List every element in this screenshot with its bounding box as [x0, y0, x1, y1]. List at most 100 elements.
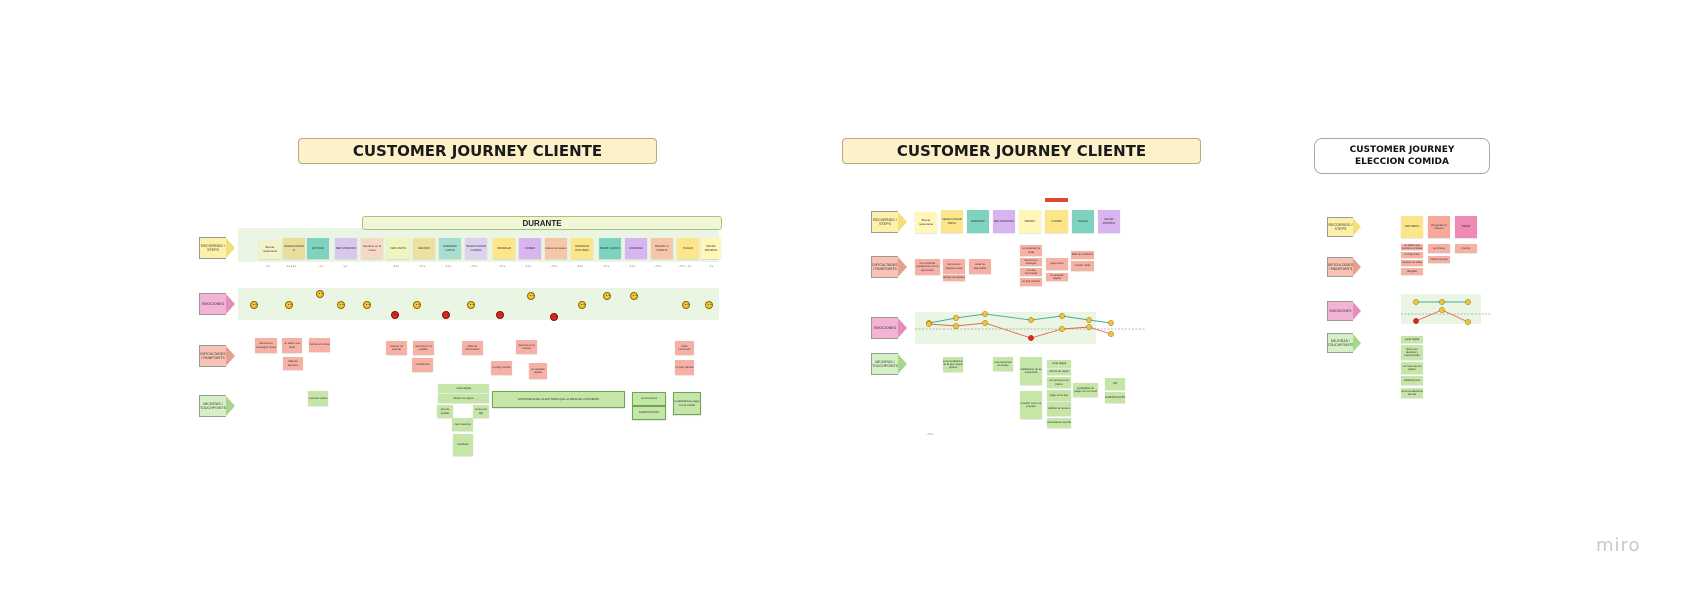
emotion-happy-icon[interactable] — [1413, 299, 1419, 305]
step-sticky[interactable]: Sentarse en la mesa — [361, 238, 383, 259]
row-label-emotions[interactable]: EMOCIONES — [199, 293, 235, 315]
board-1-title[interactable]: CUSTOMER JOURNEY CLIENTE — [298, 138, 657, 164]
touchpoint-sticky[interactable]: ver fotos de los platos — [1401, 362, 1423, 374]
touchpoint-sticky[interactable]: filtros por alergias y preferencias — [1401, 345, 1423, 360]
row-label-emotions[interactable]: EMOCIONES — [1327, 301, 1361, 321]
step-sticky[interactable]: DECIDIR — [413, 238, 435, 259]
step-sticky[interactable]: PAGAR — [1072, 210, 1094, 233]
emotion-happy-icon[interactable] — [1439, 299, 1445, 305]
step-sticky[interactable]: Preguntar al mesero — [1428, 216, 1450, 238]
step-sticky[interactable]: ESPERAR — [625, 238, 647, 259]
touchpoint-sticky[interactable]: mesa con QR — [473, 405, 489, 418]
emotion-happy-icon[interactable] — [467, 301, 475, 309]
row-label-touchpoints[interactable]: MEJORAS / TOUCHPOINTS — [199, 395, 235, 417]
row-label-steps[interactable]: RECORRIDO / STEPS — [199, 237, 235, 259]
painpoint-sticky[interactable]: porciones — [1428, 244, 1450, 253]
step-sticky[interactable]: PAGAR — [677, 238, 699, 259]
painpoint-sticky[interactable]: cobro incorrecto — [675, 341, 694, 355]
step-sticky[interactable]: SELECCIONAR COMIDA — [465, 238, 487, 259]
touchpoint-sticky[interactable]: feedback — [453, 434, 473, 456]
row-label-touchpoints[interactable]: MEJORAS / TOUCHPOINTS — [871, 353, 907, 375]
painpoint-sticky[interactable]: no encontrar restaurante con lo que busc… — [915, 259, 940, 275]
emotion-happy-icon[interactable] — [1465, 319, 1471, 325]
painpoint-sticky[interactable]: no aceptan tarjeta — [1046, 273, 1068, 281]
phase-durante-banner[interactable]: DURANTE — [362, 216, 722, 230]
emotion-sad-icon[interactable] — [550, 313, 558, 321]
painpoint-sticky[interactable]: no hay cambio — [1020, 278, 1042, 286]
touchpoint-sticky[interactable]: calificaciones — [1401, 376, 1423, 385]
painpoint-sticky[interactable]: demora en la cuenta — [516, 340, 537, 354]
step-sticky[interactable]: PEDIR CUENTA — [599, 238, 621, 259]
touchpoint-sticky[interactable]: carta digital — [1047, 360, 1071, 368]
emotion-happy-icon[interactable] — [682, 301, 690, 309]
painpoint-sticky[interactable]: pago lento — [1046, 258, 1068, 270]
painpoint-sticky[interactable]: demora en el pedido — [413, 341, 434, 355]
step-sticky[interactable]: SER ATENDIDO — [335, 238, 357, 259]
touchpoint-sticky[interactable]: ESTRATEGIA DE LA APP PARA QUE LA MESA SE… — [492, 391, 625, 408]
painpoint-sticky[interactable]: precios — [1455, 244, 1477, 253]
emotion-happy-icon[interactable] — [578, 301, 586, 309]
step-sticky[interactable]: ESPERAR — [967, 210, 989, 233]
emotion-sad-icon[interactable] — [391, 311, 399, 319]
emotion-happy-icon[interactable] — [1086, 317, 1092, 323]
board-3-title[interactable]: CUSTOMER JOURNEY ELECCION COMIDA — [1314, 138, 1490, 174]
row-label-steps[interactable]: RECORRIDO / STEPS — [871, 211, 907, 233]
emotion-happy-icon[interactable] — [285, 301, 293, 309]
painpoint-sticky[interactable]: demora en entregar — [1020, 258, 1042, 266]
emotion-happy-icon[interactable] — [953, 315, 959, 321]
painpoint-sticky[interactable]: mesero no sabe — [1401, 260, 1423, 266]
step-sticky[interactable]: Buscar restaurante — [915, 212, 937, 233]
touchpoint-sticky[interactable]: carta digital — [438, 384, 489, 393]
emotion-happy-icon[interactable] — [1059, 326, 1065, 332]
step-sticky[interactable]: PEDIR — [1455, 216, 1477, 238]
painpoint-sticky[interactable]: no saber que pedir — [282, 338, 302, 353]
painpoint-sticky[interactable]: falta de informacion — [462, 341, 483, 355]
touchpoint-sticky[interactable]: app de pedido — [437, 405, 453, 418]
touchpoint-sticky[interactable]: posibilidad de pagar con el movil — [1073, 383, 1098, 397]
emotion-happy-icon[interactable] — [1465, 299, 1471, 305]
painpoint-sticky[interactable]: mucho ruido — [1071, 261, 1094, 271]
row-label-painpoints[interactable]: DIFICULTADES / PAINPOINTS — [199, 345, 235, 367]
step-sticky[interactable]: ORDENAR POSTRES — [571, 238, 593, 259]
painpoint-sticky[interactable]: comida incorrecta — [1020, 268, 1042, 276]
emotion-happy-icon[interactable] — [250, 301, 258, 309]
touchpoint-sticky[interactable]: reservaciones en la app — [993, 357, 1013, 371]
emotion-happy-icon[interactable] — [705, 301, 713, 309]
emotion-happy-icon[interactable] — [1028, 317, 1034, 323]
painpoint-sticky[interactable]: mucho tiempo — [1428, 256, 1450, 263]
row-label-emotions[interactable]: EMOCIONES — [871, 317, 907, 339]
row-label-painpoints[interactable]: DIFICULTADES / PAINPOINTS — [1327, 257, 1361, 277]
emotion-happy-icon[interactable] — [527, 292, 535, 300]
emotion-happy-icon[interactable] — [982, 311, 988, 317]
emotion-sad-icon[interactable] — [1413, 318, 1419, 324]
emotion-happy-icon[interactable] — [1059, 313, 1065, 319]
touchpoint-sticky[interactable]: calificar al mesero — [1047, 402, 1071, 416]
touchpoint-sticky[interactable]: carta digital — [1401, 336, 1423, 343]
emotion-happy-icon[interactable] — [1086, 324, 1092, 330]
touchpoint-sticky[interactable]: más meseros — [452, 418, 473, 431]
touchpoint-sticky[interactable]: reservas online — [308, 391, 328, 406]
painpoint-sticky[interactable]: comida fria — [412, 358, 433, 372]
painpoint-sticky[interactable]: no aceptan tarjeta — [529, 363, 547, 379]
step-sticky[interactable]: ESPERAR CARTA — [439, 238, 461, 259]
emotion-happy-icon[interactable] — [603, 292, 611, 300]
touchpoint-sticky[interactable]: GAMIFICACIÓN — [1105, 392, 1125, 403]
step-sticky[interactable]: COMER — [1045, 210, 1068, 233]
board-2-title[interactable]: CUSTOMER JOURNEY CLIENTE — [842, 138, 1201, 164]
emotion-happy-icon[interactable] — [1108, 320, 1114, 326]
painpoint-sticky[interactable]: demora en conseguir mesa — [255, 338, 277, 353]
touchpoint-sticky[interactable]: posibilidad de pagar con el celular — [673, 392, 701, 415]
touchpoint-sticky[interactable]: divisor de pagos — [438, 394, 489, 403]
touchpoint-sticky[interactable]: ver opciones de platos — [1047, 377, 1071, 388]
row-label-steps[interactable]: RECORRIDO / STEPS — [1327, 217, 1361, 237]
emotion-happy-icon[interactable] — [337, 301, 345, 309]
touchpoint-sticky[interactable]: recomendaciones del dia — [1401, 388, 1423, 398]
step-sticky[interactable]: PAGAR LA CUENTA — [651, 238, 673, 259]
row-label-painpoints[interactable]: DIFICULTADES / PAINPOINTS — [871, 256, 907, 278]
touchpoint-sticky[interactable]: QR — [1105, 378, 1125, 390]
step-sticky[interactable]: ENTRAR — [307, 238, 329, 259]
step-sticky[interactable]: VER CARTA — [387, 238, 409, 259]
touchpoint-sticky[interactable]: pago en la app — [1047, 390, 1071, 401]
painpoint-sticky[interactable]: mesero no atiende — [386, 341, 407, 355]
touchpoint-sticky[interactable]: recomendaciones de la app segun gustos — [943, 357, 963, 372]
